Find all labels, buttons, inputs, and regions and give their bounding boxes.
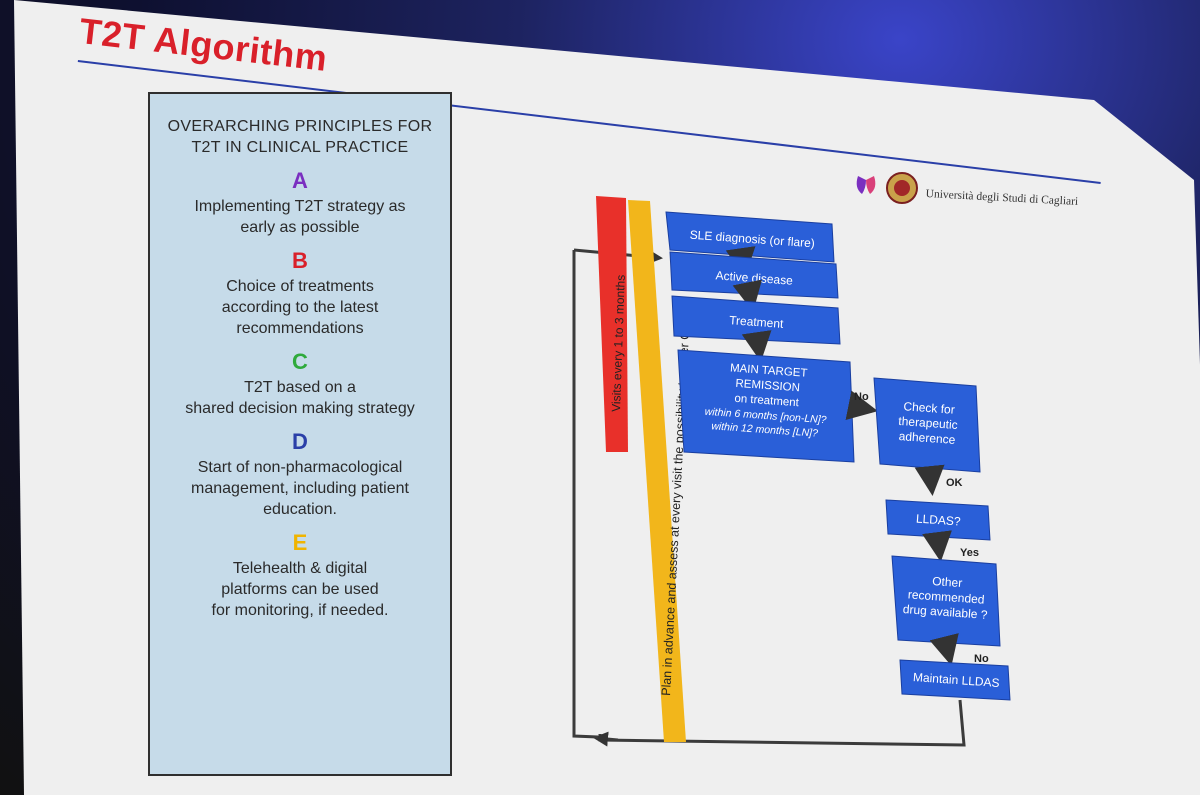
principle-text: Start of non-pharmacological management,…	[150, 457, 450, 520]
yes-label: Yes	[960, 547, 979, 559]
principles-heading-line: OVERARCHING PRINCIPLES FOR	[167, 118, 433, 135]
principle-a: A Implementing T2T strategy as early as …	[150, 168, 450, 238]
butterfly-logo-icon	[856, 172, 918, 204]
no-label-1: No	[854, 391, 869, 403]
other-line-3: drug available ?	[902, 602, 988, 622]
other-drug-box: Other recommended drug available ?	[891, 555, 1001, 647]
other-line-2: recommended	[907, 587, 985, 606]
check-line-3: adherence	[898, 429, 956, 447]
arrow-check-lldas	[914, 464, 945, 496]
principle-d: D Start of non-pharmacological managemen…	[150, 429, 450, 520]
check-line-2: therapeutic	[898, 414, 958, 432]
arrow-lldas-other	[922, 530, 952, 562]
principle-b: B Choice of treatments according to the …	[150, 248, 450, 339]
visits-bar-text: Visits every 1 to 3 months	[609, 275, 628, 413]
other-line-1: Other	[932, 574, 963, 590]
main-target-box: MAIN TARGET REMISSION on treatment withi…	[677, 349, 855, 463]
visits-bar: Visits every 1 to 3 months	[596, 196, 628, 452]
principle-line: T2T based on a	[244, 379, 356, 396]
maintain-lldas-label: Maintain LLDAS	[913, 670, 1000, 690]
feedback-loop-line	[598, 699, 966, 747]
lldas-question-box: LLDAS?	[885, 499, 991, 541]
lldas-question-label: LLDAS?	[915, 511, 961, 528]
feedback-arrow	[593, 731, 619, 747]
principle-text: Implementing T2T strategy as early as po…	[150, 196, 450, 238]
principles-heading: OVERARCHING PRINCIPLES FOR T2T IN CLINIC…	[150, 116, 450, 158]
diagnosis-box: SLE diagnosis (or flare)	[665, 211, 835, 263]
ok-label: OK	[946, 477, 963, 489]
principle-text: T2T based on a shared decision making st…	[150, 377, 450, 419]
target-line-3: on treatment	[734, 393, 800, 410]
principle-line: recommendations	[236, 320, 364, 337]
principles-panel: OVERARCHING PRINCIPLES FOR T2T IN CLINIC…	[148, 92, 452, 776]
treatment-label: Treatment	[729, 313, 785, 331]
principle-line: management, including patient	[191, 480, 409, 497]
principle-c: C T2T based on a shared decision making …	[150, 349, 450, 419]
principle-letter: B	[292, 248, 308, 273]
maintain-lldas-box: Maintain LLDAS	[899, 659, 1011, 701]
university-logo-area: Università degli Studi di Cagliari	[852, 168, 1092, 208]
principle-line: Choice of treatments	[226, 278, 374, 295]
principle-letter: A	[292, 168, 308, 193]
check-line-1: Check for	[903, 399, 955, 417]
principle-letter: C	[292, 349, 308, 374]
principle-line: Start of non-pharmacological	[197, 459, 403, 476]
principle-letter: D	[292, 429, 308, 454]
arrow-other-maintain	[929, 633, 959, 666]
target-line-2: REMISSION	[735, 378, 800, 394]
target-line-1: MAIN TARGET	[730, 362, 808, 379]
principle-text: Choice of treatments according to the la…	[150, 276, 450, 339]
principle-line: shared decision making strategy	[185, 400, 415, 417]
principle-line: Implementing T2T strategy as	[194, 198, 406, 215]
no-label-2: No	[974, 653, 989, 665]
outer-loop-line	[572, 250, 599, 739]
principle-line: education.	[263, 501, 337, 518]
principle-line: platforms can be used	[221, 581, 379, 598]
treatment-box: Treatment	[671, 295, 841, 345]
principle-line: Telehealth & digital	[232, 560, 368, 577]
principle-line: according to the latest	[221, 299, 379, 316]
principle-text: Telehealth & digital platforms can be us…	[150, 558, 450, 621]
principle-letter: E	[292, 530, 308, 555]
principles-heading-line: T2T IN CLINICAL PRACTICE	[191, 139, 409, 156]
principle-line: early as possible	[240, 219, 360, 236]
arrow-treatment-target	[741, 330, 772, 362]
check-adherence-box: Check for therapeutic adherence	[873, 377, 981, 473]
principle-line: for monitoring, if needed.	[211, 602, 389, 619]
principle-e: E Telehealth & digital platforms can be …	[150, 530, 450, 621]
arrow-target-check	[845, 390, 878, 421]
